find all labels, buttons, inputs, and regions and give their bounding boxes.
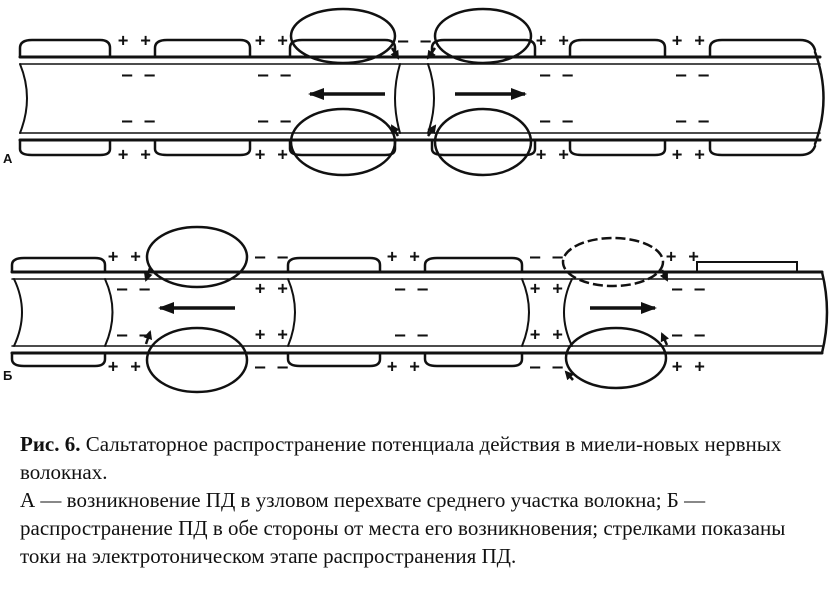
current-loop-b-lower-left [145,326,249,394]
plus-sign: + + [536,145,570,165]
plus-sign: + + [672,145,706,165]
minus-sign: – – [540,111,574,131]
minus-sign: – – [117,325,151,345]
plus-sign: + + [118,31,152,51]
minus-sign: – – [672,279,706,299]
minus-sign: – – [258,65,292,85]
figure-number: Рис. 6. [20,432,81,456]
plus-sign: + + [108,247,142,267]
panel-label-b: Б [3,368,12,383]
fiber-a [18,38,825,157]
myelinated-fiber-diagram: + + + + – – + + + + – – – – – – – – – – … [3,7,829,394]
plus-sign: + + [387,357,421,377]
minus-sign: – – [530,357,564,377]
plus-sign: + + [387,247,421,267]
minus-sign: – – [122,65,156,85]
minus-sign: – – [117,279,151,299]
minus-sign: – – [395,279,429,299]
caption-description: А — возникновение ПД в узловом перехвате… [20,488,786,568]
plus-sign: + + [672,31,706,51]
minus-sign: – – [676,65,710,85]
plus-sign: + + [255,31,289,51]
minus-sign: – – [398,31,432,51]
plus-sign: + + [255,325,289,345]
current-loop-b-lower-right [564,326,668,390]
minus-sign: – – [676,111,710,131]
plus-sign: + + [255,145,289,165]
plus-sign: + + [530,279,564,299]
plus-sign: + + [108,357,142,377]
minus-sign: – – [395,325,429,345]
charge-signs-a: + + + + – – + + + + – – – – – – – – – – … [118,31,710,165]
current-loop-a-lower-left [289,107,397,177]
caption-title: Сальтаторное распространение потенциала … [20,432,782,484]
panel-label-a: А [3,151,13,166]
current-loops-a [289,7,533,177]
fiber-b [10,256,829,368]
plus-sign: + + [530,325,564,345]
caption-title-line: Рис. 6. Сальтаторное распространение пот… [20,430,820,486]
plus-sign: + + [666,247,700,267]
current-loops-b [143,225,669,394]
minus-sign: – – [122,111,156,131]
minus-sign: – – [672,325,706,345]
plus-sign: + + [536,31,570,51]
figure-caption: Рис. 6. Сальтаторное распространение пот… [20,430,820,570]
minus-sign: – – [530,247,564,267]
current-loop-b-upper-right [561,236,665,288]
current-loop-a-upper-left [289,7,397,65]
minus-sign: – – [540,65,574,85]
plus-sign: + + [118,145,152,165]
minus-sign: – – [255,357,289,377]
minus-sign: – – [255,247,289,267]
current-loop-a-upper-right [433,7,533,65]
minus-sign: – – [258,111,292,131]
charge-signs-b: + + – – + + – – + + – – + + – – + + – – … [108,247,706,377]
current-loop-b-upper-left [145,225,249,289]
plus-sign: + + [672,357,706,377]
current-loop-a-lower-right [433,107,533,177]
plus-sign: + + [255,279,289,299]
